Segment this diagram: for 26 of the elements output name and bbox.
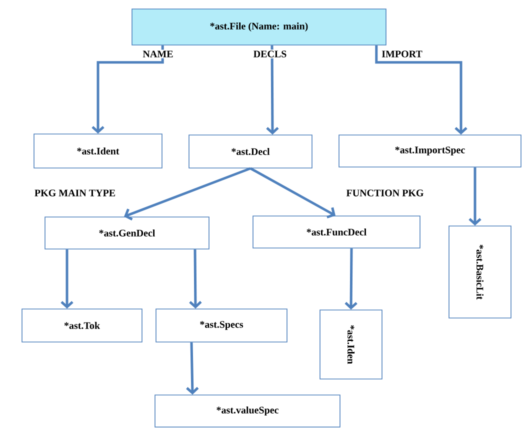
arrow [60,249,74,309]
node-box: *ast.Iden [320,310,382,380]
node-box: *ast.Decl [188,134,312,168]
arrow [468,167,482,226]
edge-label: PKG MAIN TYPE [33,188,117,198]
node-box: *ast.BasicLit [448,226,512,318]
arrow [92,45,164,134]
arrow [186,342,199,395]
arrow [124,167,251,220]
node-box: *ast.Tok [22,308,142,342]
arrow [189,249,202,309]
edge-label: FUNCTION PKG [345,188,425,198]
arrow [375,45,468,135]
title-box: *ast.File (Name: main) [132,8,386,46]
node-box: *ast.ImportSpec [338,134,522,168]
node-box: *ast.GenDecl [44,216,210,250]
arrow [250,167,336,218]
arrow [344,248,358,310]
edge-label: DECLS [252,50,288,58]
arrow [266,45,279,135]
node-box: *ast.FuncDecl [252,216,420,248]
edge-label: IMPORT [380,50,424,58]
node-box: *ast.Specs [156,308,288,342]
node-box: *ast.valueSpec [154,394,340,428]
edge-label: NAME [142,50,174,58]
node-box: *ast.Ident [34,134,162,168]
